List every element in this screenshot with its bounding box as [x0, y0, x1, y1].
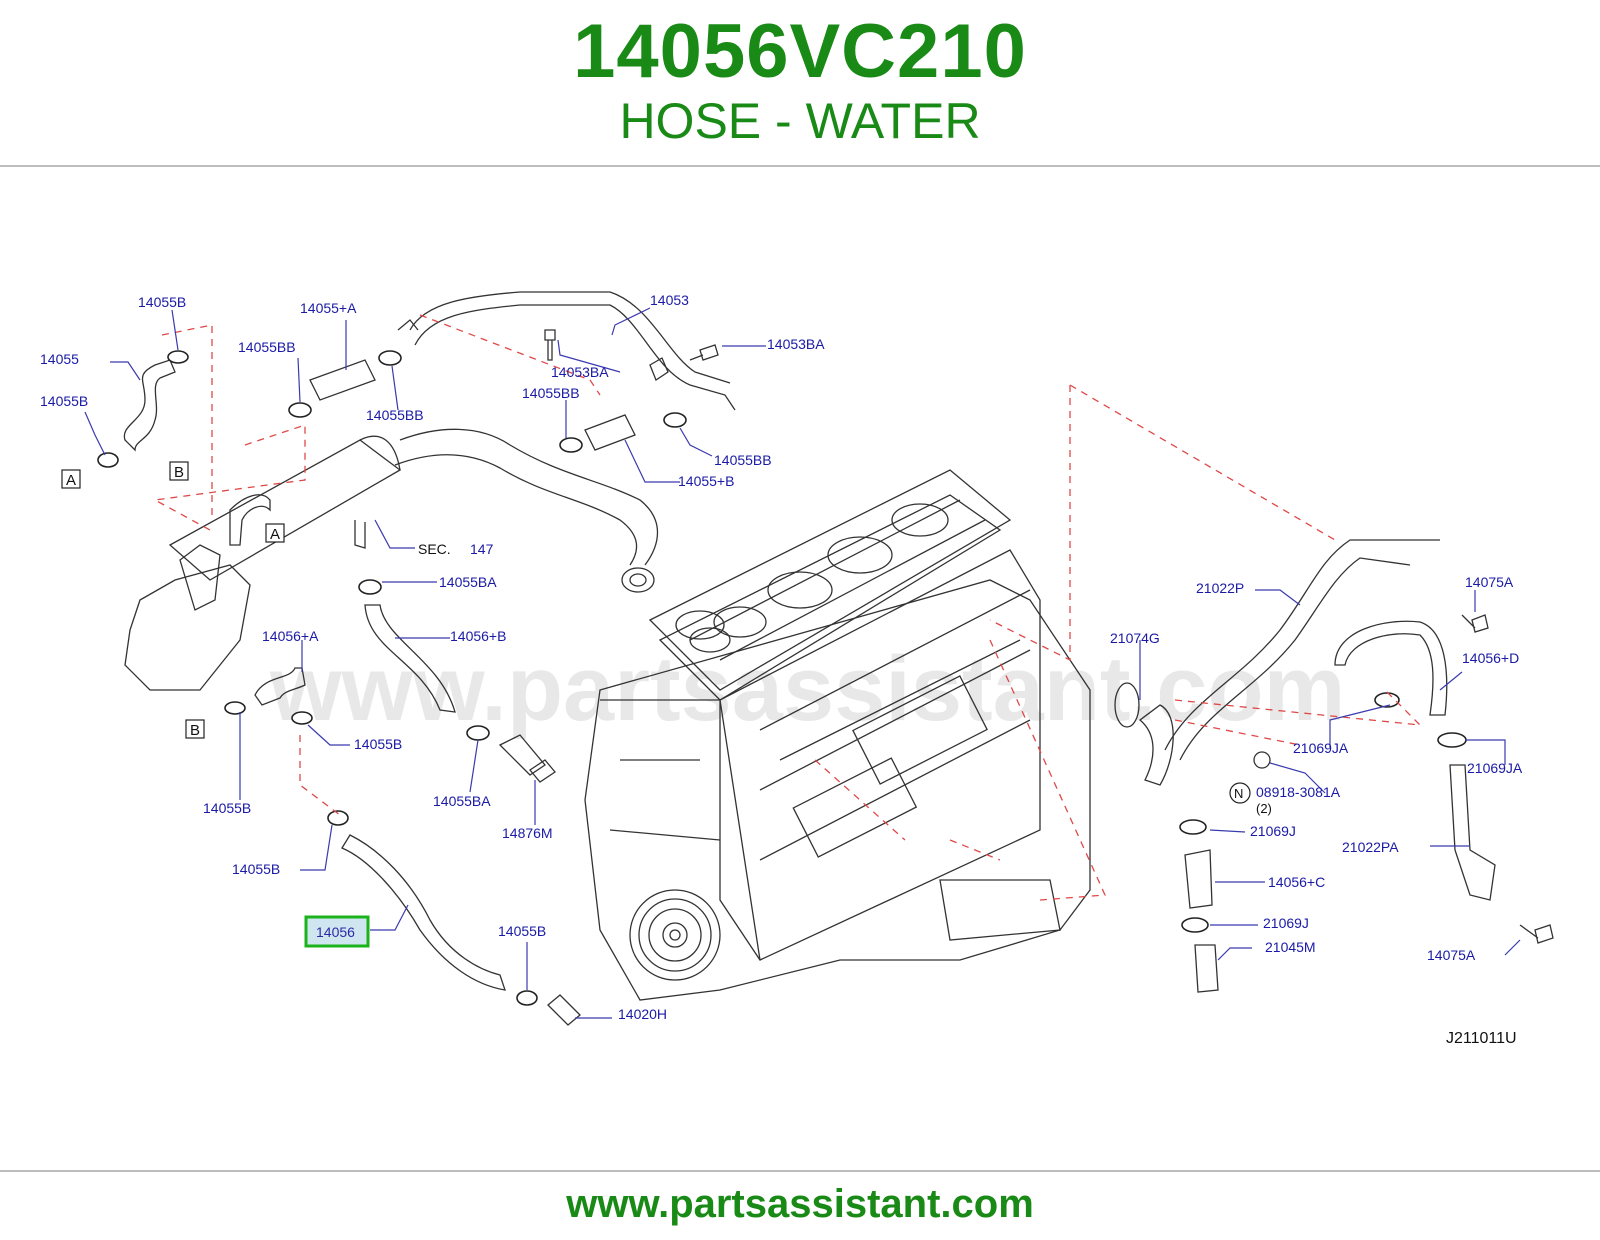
- label-14055-plus-a: 14055+A: [300, 300, 357, 316]
- label-21069ja: 21069JA: [1293, 740, 1349, 756]
- label-14056-plus-a: 14056+A: [262, 628, 319, 644]
- label-14055b: 14055B: [354, 736, 402, 752]
- label-14055b: 14055B: [232, 861, 280, 877]
- label-21022pa: 21022PA: [1342, 839, 1399, 855]
- diagram-code: J211011U: [1446, 1030, 1517, 1047]
- label-14020h: 14020H: [618, 1006, 667, 1022]
- hose-14056-plus-a: [254, 667, 306, 706]
- hose-14056-plus-b: [364, 604, 456, 713]
- pipe-21022p-inner: [1179, 557, 1411, 761]
- engine-block-illustration: [584, 469, 1091, 1001]
- part-number-title: 14056VC210: [573, 9, 1027, 94]
- label-14053ba: 14053BA: [767, 336, 825, 352]
- label-14055b: 14055B: [203, 800, 251, 816]
- sensor-14876m: [498, 734, 556, 783]
- bolts: [544, 329, 1554, 944]
- pipe-14053: [397, 291, 736, 411]
- qty-note: (2): [1256, 801, 1272, 816]
- label-21069ja: 21069JA: [1467, 760, 1523, 776]
- label-14053ba: 14053BA: [551, 364, 609, 380]
- label-14055b: 14055B: [40, 393, 88, 409]
- gasket-21074g: [1114, 682, 1140, 728]
- label-14055-plus-b: 14055+B: [678, 473, 734, 489]
- label-14055bb: 14055BB: [522, 385, 580, 401]
- egr-cooler-assembly: [124, 428, 659, 691]
- part-name-subtitle: HOSE - WATER: [619, 93, 981, 149]
- label-21074g: 21074G: [1110, 630, 1160, 646]
- hose-14056-plus-c: [1184, 849, 1213, 909]
- label-08918-3081a: 08918-3081A: [1256, 784, 1341, 800]
- label-14055bb: 14055BB: [714, 452, 772, 468]
- watermark-text: www.partsassistant.com: [269, 638, 1345, 740]
- parts-diagram: www.partsassistant.com: [0, 170, 1600, 1170]
- label-14075a: 14075A: [1427, 947, 1476, 963]
- label-14876m: 14876M: [502, 825, 553, 841]
- hose-14055-plus-b: [584, 414, 636, 451]
- label-14053: 14053: [650, 292, 689, 308]
- label-14055b: 14055B: [138, 294, 186, 310]
- highlighted-part-14056[interactable]: 14056: [304, 915, 370, 948]
- label-14056-plus-c: 14056+C: [1268, 874, 1325, 890]
- part-labels: 14055B 14055+A 14053 14055 14055BB 14053…: [40, 292, 1523, 1022]
- label-14056-plus-b: 14056+B: [450, 628, 506, 644]
- ref-a-2: A: [270, 526, 280, 543]
- sec-number-link[interactable]: 147: [470, 541, 494, 557]
- label-14056-plus-d: 14056+D: [1462, 650, 1519, 666]
- pipe-21022pa: [1449, 764, 1496, 901]
- label-21022p: 21022P: [1196, 580, 1244, 596]
- label-14055b: 14055B: [498, 923, 546, 939]
- label-21069j: 21069J: [1250, 823, 1296, 839]
- hose-14055: [123, 359, 176, 452]
- label-14055: 14055: [40, 351, 79, 367]
- fitting-21045m: [1194, 944, 1219, 993]
- assembly-guide-lines: [152, 314, 1422, 901]
- outlet-21022p: [1138, 704, 1174, 786]
- top-divider: [0, 165, 1600, 167]
- label-14075a: 14075A: [1465, 574, 1514, 590]
- pipe-21022p: [1164, 539, 1440, 751]
- sec-label: SEC.: [418, 541, 451, 557]
- label-14055bb: 14055BB: [238, 339, 296, 355]
- label-21069j: 21069J: [1263, 915, 1309, 931]
- label-21045m: 21045M: [1265, 939, 1316, 955]
- n-marker: N: [1234, 786, 1243, 801]
- label-14055ba: 14055BA: [439, 574, 497, 590]
- hose-clamps: [97, 350, 1467, 1006]
- bottom-divider: [0, 1170, 1600, 1172]
- ref-b-1: B: [174, 464, 184, 481]
- reference-markers: A B A B N: [61, 461, 1251, 804]
- ref-a-1: A: [66, 472, 76, 489]
- label-leader-lines: [84, 307, 1521, 1019]
- hose-14056-highlighted: [341, 834, 506, 991]
- ref-b-2: B: [190, 722, 200, 739]
- label-14055ba: 14055BA: [433, 793, 491, 809]
- highlight-label-14056: 14056: [316, 924, 355, 940]
- footer-url-link[interactable]: www.partsassistant.com: [566, 1182, 1034, 1226]
- hose-14056-plus-d: [1334, 620, 1448, 716]
- header: 14056VC210 HOSE - WATER: [0, 0, 1600, 168]
- connector-14020h: [547, 994, 581, 1026]
- label-14055bb: 14055BB: [366, 407, 424, 423]
- hose-14055-plus-a: [309, 359, 376, 401]
